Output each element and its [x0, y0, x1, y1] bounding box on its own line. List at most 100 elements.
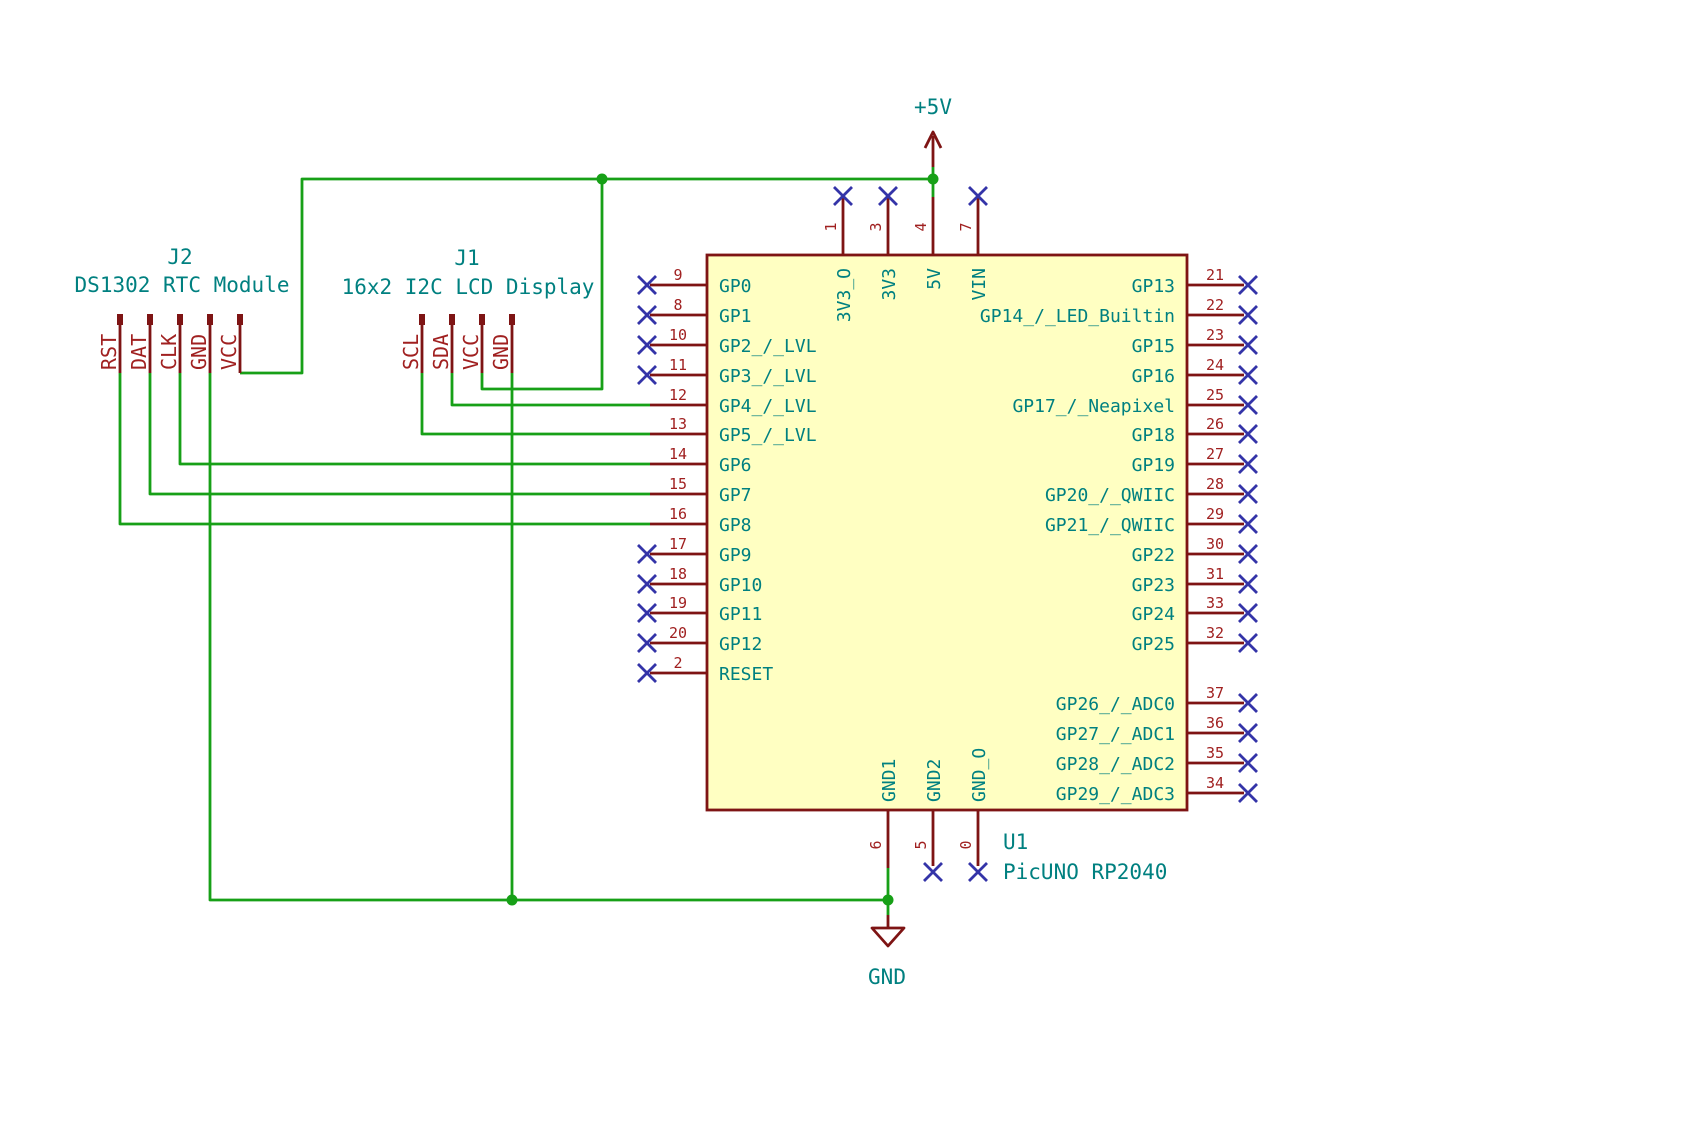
no-connect-icon[interactable] — [637, 305, 657, 325]
pin-number: 26 — [1206, 415, 1224, 433]
connector-pin-rst[interactable]: RST — [97, 314, 123, 373]
no-connect-icon[interactable] — [878, 186, 898, 206]
no-connect-icon[interactable] — [637, 365, 657, 385]
connector-pin-vcc[interactable]: VCC — [459, 314, 485, 373]
wire[interactable] — [178, 373, 650, 466]
no-connect-icon[interactable] — [1238, 305, 1258, 325]
connector-pin-gnd[interactable]: GND — [187, 314, 213, 373]
no-connect-icon[interactable] — [833, 186, 853, 206]
ic-pin-5v[interactable]: 45V — [912, 197, 945, 290]
pin-name: GND1 — [879, 759, 900, 802]
no-connect-icon[interactable] — [1238, 424, 1258, 444]
connector-pin-clk[interactable]: CLK — [157, 314, 183, 373]
no-connect-icon[interactable] — [1238, 603, 1258, 623]
no-connect-icon[interactable] — [1238, 633, 1258, 653]
no-connect-icon[interactable] — [1238, 693, 1258, 713]
ic-u1[interactable]: 9GP08GP110GP2_/_LVL11GP3_/_LVL12GP4_/_LV… — [637, 186, 1258, 884]
connector-pin-gnd[interactable]: GND — [489, 314, 515, 373]
wire[interactable] — [208, 373, 888, 902]
connector-pin-dat[interactable]: DAT — [127, 314, 153, 373]
no-connect-icon[interactable] — [1238, 544, 1258, 564]
wire[interactable] — [450, 373, 650, 407]
connector-pin-sda[interactable]: SDA — [429, 314, 455, 373]
no-connect-icon[interactable] — [637, 603, 657, 623]
pin-name: RESET — [719, 664, 773, 685]
no-connect-icon[interactable] — [1238, 753, 1258, 773]
no-connect-icon[interactable] — [637, 663, 657, 683]
pin-number: 22 — [1206, 296, 1224, 314]
no-connect-icon[interactable] — [637, 335, 657, 355]
wire[interactable] — [118, 373, 650, 526]
no-connect-icon[interactable] — [968, 186, 988, 206]
no-connect-icon[interactable] — [1238, 335, 1258, 355]
no-connect-icon[interactable] — [637, 544, 657, 564]
connector-pin-scl[interactable]: SCL — [399, 314, 425, 373]
pin-number: 14 — [669, 445, 687, 463]
wire[interactable] — [240, 177, 933, 375]
pin-number: 2 — [673, 654, 682, 672]
connector-pin-vcc[interactable]: VCC — [217, 314, 243, 373]
no-connect-icon[interactable] — [923, 862, 943, 882]
pin-name: GP14_/_LED_Builtin — [980, 306, 1175, 327]
no-connect-icon[interactable] — [637, 633, 657, 653]
no-connect-icon[interactable] — [1238, 395, 1258, 415]
no-connect-icon[interactable] — [1238, 574, 1258, 594]
no-connect-icon[interactable] — [1238, 514, 1258, 534]
wire[interactable] — [480, 179, 604, 391]
wire[interactable] — [420, 373, 650, 436]
wire[interactable] — [148, 373, 650, 496]
power-symbol-gnd[interactable]: GND — [868, 915, 906, 989]
pin-pad — [147, 314, 153, 325]
power-flag-5v[interactable]: +5V — [914, 95, 952, 167]
ic-body[interactable] — [705, 253, 1189, 812]
no-connect-icon[interactable] — [637, 574, 657, 594]
no-connect-icon[interactable] — [1238, 484, 1258, 504]
no-connect-icon[interactable] — [1238, 275, 1258, 295]
no-connect-icon[interactable] — [1238, 723, 1258, 743]
no-connect-icon[interactable] — [968, 862, 988, 882]
no-connect-icon[interactable] — [637, 275, 657, 295]
no-connect-icon[interactable] — [1238, 365, 1258, 385]
no-connect-icon[interactable] — [1238, 454, 1258, 474]
no-connect-icon[interactable] — [1238, 783, 1258, 803]
